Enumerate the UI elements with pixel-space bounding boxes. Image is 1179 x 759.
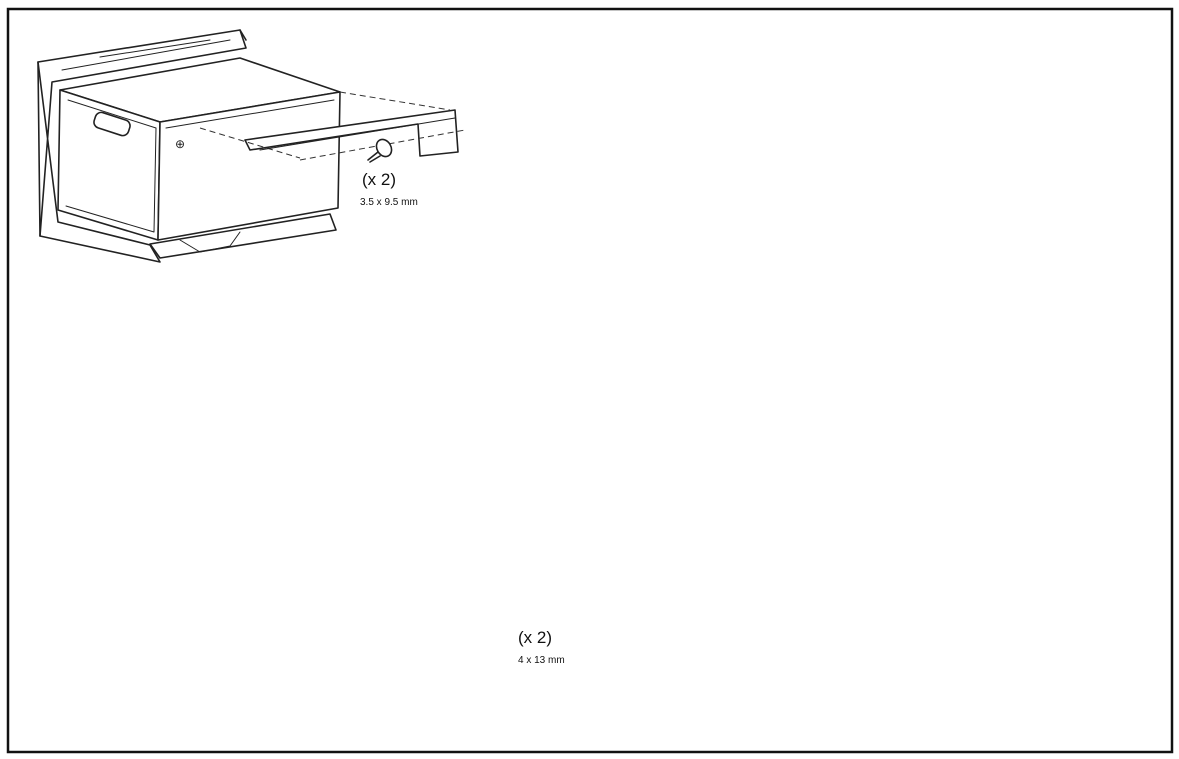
step3-screw-quantity: (x 2)	[518, 628, 552, 647]
step1-illustration: ⊕	[37, 29, 466, 263]
step1-screw-size: 3.5 x 9.5 mm	[360, 197, 418, 208]
step1-screw-quantity: (x 2)	[362, 170, 396, 189]
step3-screw-size: 4 x 13 mm	[518, 655, 565, 666]
screw-icon	[367, 138, 393, 163]
page-border	[6, 7, 1174, 754]
ground-mark: ⊕	[175, 137, 185, 151]
